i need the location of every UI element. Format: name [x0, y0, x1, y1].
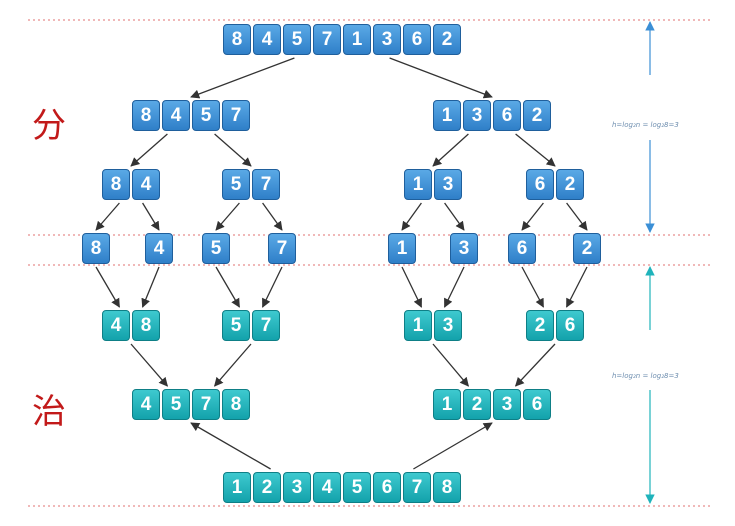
- value-box: 3: [434, 310, 462, 341]
- split-arrow: [130, 133, 168, 167]
- merge-arrow: [521, 266, 544, 308]
- split-arrow: [432, 133, 469, 167]
- value-box: 7: [313, 24, 341, 55]
- value-box: 4: [162, 100, 190, 131]
- split-arrow: [444, 202, 465, 231]
- value-box: 1: [223, 472, 251, 503]
- value-box: 6: [523, 389, 551, 420]
- value-box: 4: [102, 310, 130, 341]
- value-box: 4: [132, 389, 160, 420]
- divide-height-label: h=log₂n = log₂8=3: [612, 121, 679, 129]
- value-box: 4: [145, 233, 173, 264]
- value-box: 3: [493, 389, 521, 420]
- value-box: 6: [526, 169, 554, 200]
- value-box: 1: [433, 389, 461, 420]
- value-box: 6: [508, 233, 536, 264]
- conquer-label: 治: [32, 392, 66, 432]
- split-arrow: [389, 57, 493, 99]
- value-box: 6: [493, 100, 521, 131]
- split-arrow: [95, 202, 120, 231]
- value-box: 1: [433, 100, 461, 131]
- merge-arrow: [401, 266, 422, 308]
- merge-arrow: [141, 266, 160, 308]
- value-box: 5: [343, 472, 371, 503]
- value-box: 7: [192, 389, 220, 420]
- merge-arrow: [514, 343, 556, 387]
- conquer-height-label: h=log₂n = log₂8=3: [612, 372, 679, 380]
- split-arrow: [214, 133, 252, 167]
- merge-arrow: [566, 266, 588, 308]
- value-box: 2: [526, 310, 554, 341]
- split-arrow: [521, 202, 544, 231]
- merge-arrow: [95, 266, 120, 308]
- split-arrow: [515, 133, 556, 167]
- value-box: 8: [223, 24, 251, 55]
- value-box: 1: [343, 24, 371, 55]
- value-box: 4: [132, 169, 160, 200]
- value-box: 5: [192, 100, 220, 131]
- value-box: 2: [556, 169, 584, 200]
- value-box: 7: [403, 472, 431, 503]
- value-box: 4: [253, 24, 281, 55]
- value-box: 6: [373, 472, 401, 503]
- split-arrow: [401, 202, 422, 231]
- merge-arrow: [214, 343, 252, 387]
- value-box: 8: [102, 169, 130, 200]
- value-box: 3: [450, 233, 478, 264]
- value-box: 2: [523, 100, 551, 131]
- value-box: 3: [373, 24, 401, 55]
- value-box: 5: [162, 389, 190, 420]
- value-box: 7: [252, 169, 280, 200]
- value-box: 2: [253, 472, 281, 503]
- merge-arrow: [432, 343, 469, 387]
- merge-arrow: [413, 422, 493, 470]
- split-arrow: [190, 57, 295, 99]
- value-box: 6: [403, 24, 431, 55]
- value-box: 7: [268, 233, 296, 264]
- split-arrow: [215, 202, 240, 231]
- merge-arrow: [130, 343, 168, 387]
- value-box: 2: [433, 24, 461, 55]
- value-box: 5: [222, 310, 250, 341]
- value-box: 8: [222, 389, 250, 420]
- value-box: 5: [222, 169, 250, 200]
- split-arrow: [142, 202, 160, 231]
- merge-arrow: [262, 266, 283, 308]
- value-box: 6: [556, 310, 584, 341]
- value-box: 3: [434, 169, 462, 200]
- merge-arrow: [190, 422, 271, 470]
- value-box: 5: [283, 24, 311, 55]
- merge-arrow: [215, 266, 240, 308]
- value-box: 8: [82, 233, 110, 264]
- value-box: 3: [283, 472, 311, 503]
- value-box: 2: [573, 233, 601, 264]
- split-arrow: [566, 202, 588, 231]
- divide-label: 分: [32, 106, 66, 146]
- value-box: 8: [132, 310, 160, 341]
- value-box: 7: [222, 100, 250, 131]
- value-box: 2: [463, 389, 491, 420]
- value-box: 8: [433, 472, 461, 503]
- value-box: 3: [463, 100, 491, 131]
- value-box: 1: [388, 233, 416, 264]
- merge-arrow: [444, 266, 465, 308]
- value-box: 1: [404, 169, 432, 200]
- value-box: 5: [202, 233, 230, 264]
- value-box: 4: [313, 472, 341, 503]
- value-box: 1: [404, 310, 432, 341]
- value-box: 7: [252, 310, 280, 341]
- split-arrow: [262, 202, 283, 231]
- value-box: 8: [132, 100, 160, 131]
